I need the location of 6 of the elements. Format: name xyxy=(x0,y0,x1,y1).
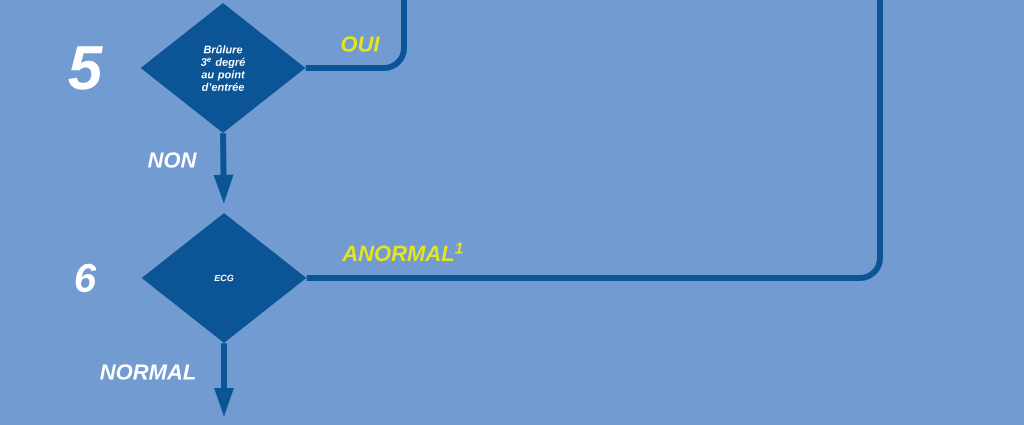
edge-label: NORMAL xyxy=(100,364,195,380)
step-number: 6 xyxy=(75,263,97,293)
edge-label: OUI xyxy=(341,36,380,52)
edge-label: NON xyxy=(147,152,197,168)
step-number: 5 xyxy=(68,46,103,90)
edge-label: ANORMAL$^{1}$ xyxy=(341,242,463,262)
